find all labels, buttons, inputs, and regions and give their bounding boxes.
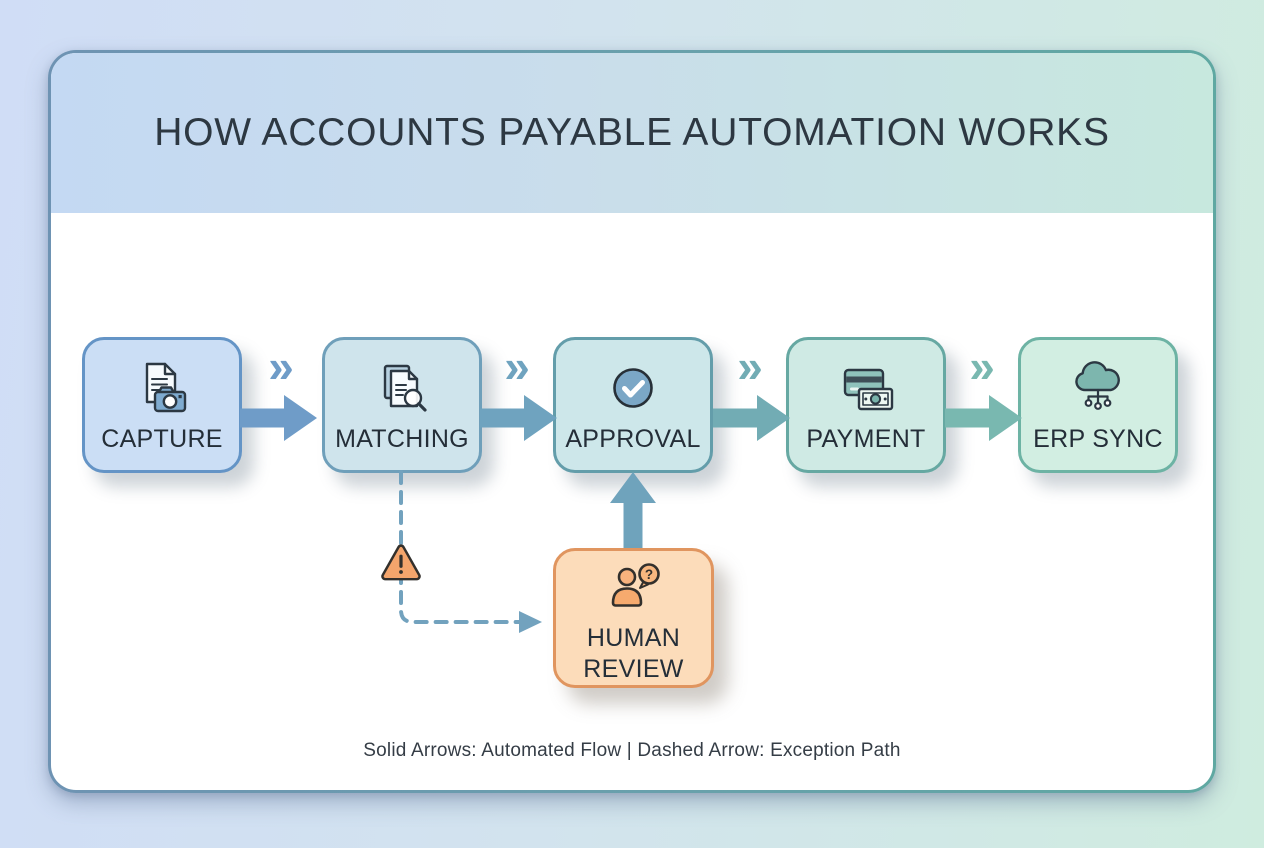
exception-dashed-path xyxy=(399,470,542,633)
check-circle-icon xyxy=(603,354,663,422)
flow-step-human-review: ? HUMAN REVIEW xyxy=(553,548,714,688)
person-question-icon: ? xyxy=(602,561,666,621)
double-chevron-icon: » xyxy=(737,340,763,392)
svg-text:?: ? xyxy=(644,567,652,582)
step-label: ERP SYNC xyxy=(1033,425,1163,453)
warning-triangle-icon xyxy=(381,544,421,581)
double-chevron-icon: » xyxy=(504,340,530,392)
flow-arrow-matching-to-approval xyxy=(480,395,557,441)
flow-step-matching: MATCHING xyxy=(322,337,482,473)
document-camera-icon xyxy=(132,354,192,422)
return-arrow-review-to-approval xyxy=(610,472,656,550)
double-chevron-icon: » xyxy=(969,340,995,392)
page-title: HOW ACCOUNTS PAYABLE AUTOMATION WORKS xyxy=(154,111,1110,154)
legend-text: Solid Arrows: Automated Flow | Dashed Ar… xyxy=(363,740,901,761)
flow-arrow-capture-to-matching xyxy=(240,395,317,441)
step-label: CAPTURE xyxy=(101,425,223,453)
step-label: MATCHING xyxy=(335,425,469,453)
documents-magnifier-icon xyxy=(372,354,432,422)
cloud-network-icon xyxy=(1068,354,1128,422)
flow-arrow-payment-to-erp xyxy=(945,395,1022,441)
flow-step-approval: APPROVAL xyxy=(553,337,713,473)
step-label: APPROVAL xyxy=(565,425,701,453)
credit-card-banknote-icon xyxy=(834,354,898,422)
flow-arrow-approval-to-payment xyxy=(713,395,790,441)
step-label: PAYMENT xyxy=(806,425,926,453)
card-header: HOW ACCOUNTS PAYABLE AUTOMATION WORKS xyxy=(51,53,1213,213)
double-chevron-icon: » xyxy=(268,340,294,392)
step-label: HUMAN REVIEW xyxy=(583,624,684,683)
flow-step-erp-sync: ERP SYNC xyxy=(1018,337,1178,473)
flow-step-payment: PAYMENT xyxy=(786,337,946,473)
flow-step-capture: CAPTURE xyxy=(82,337,242,473)
